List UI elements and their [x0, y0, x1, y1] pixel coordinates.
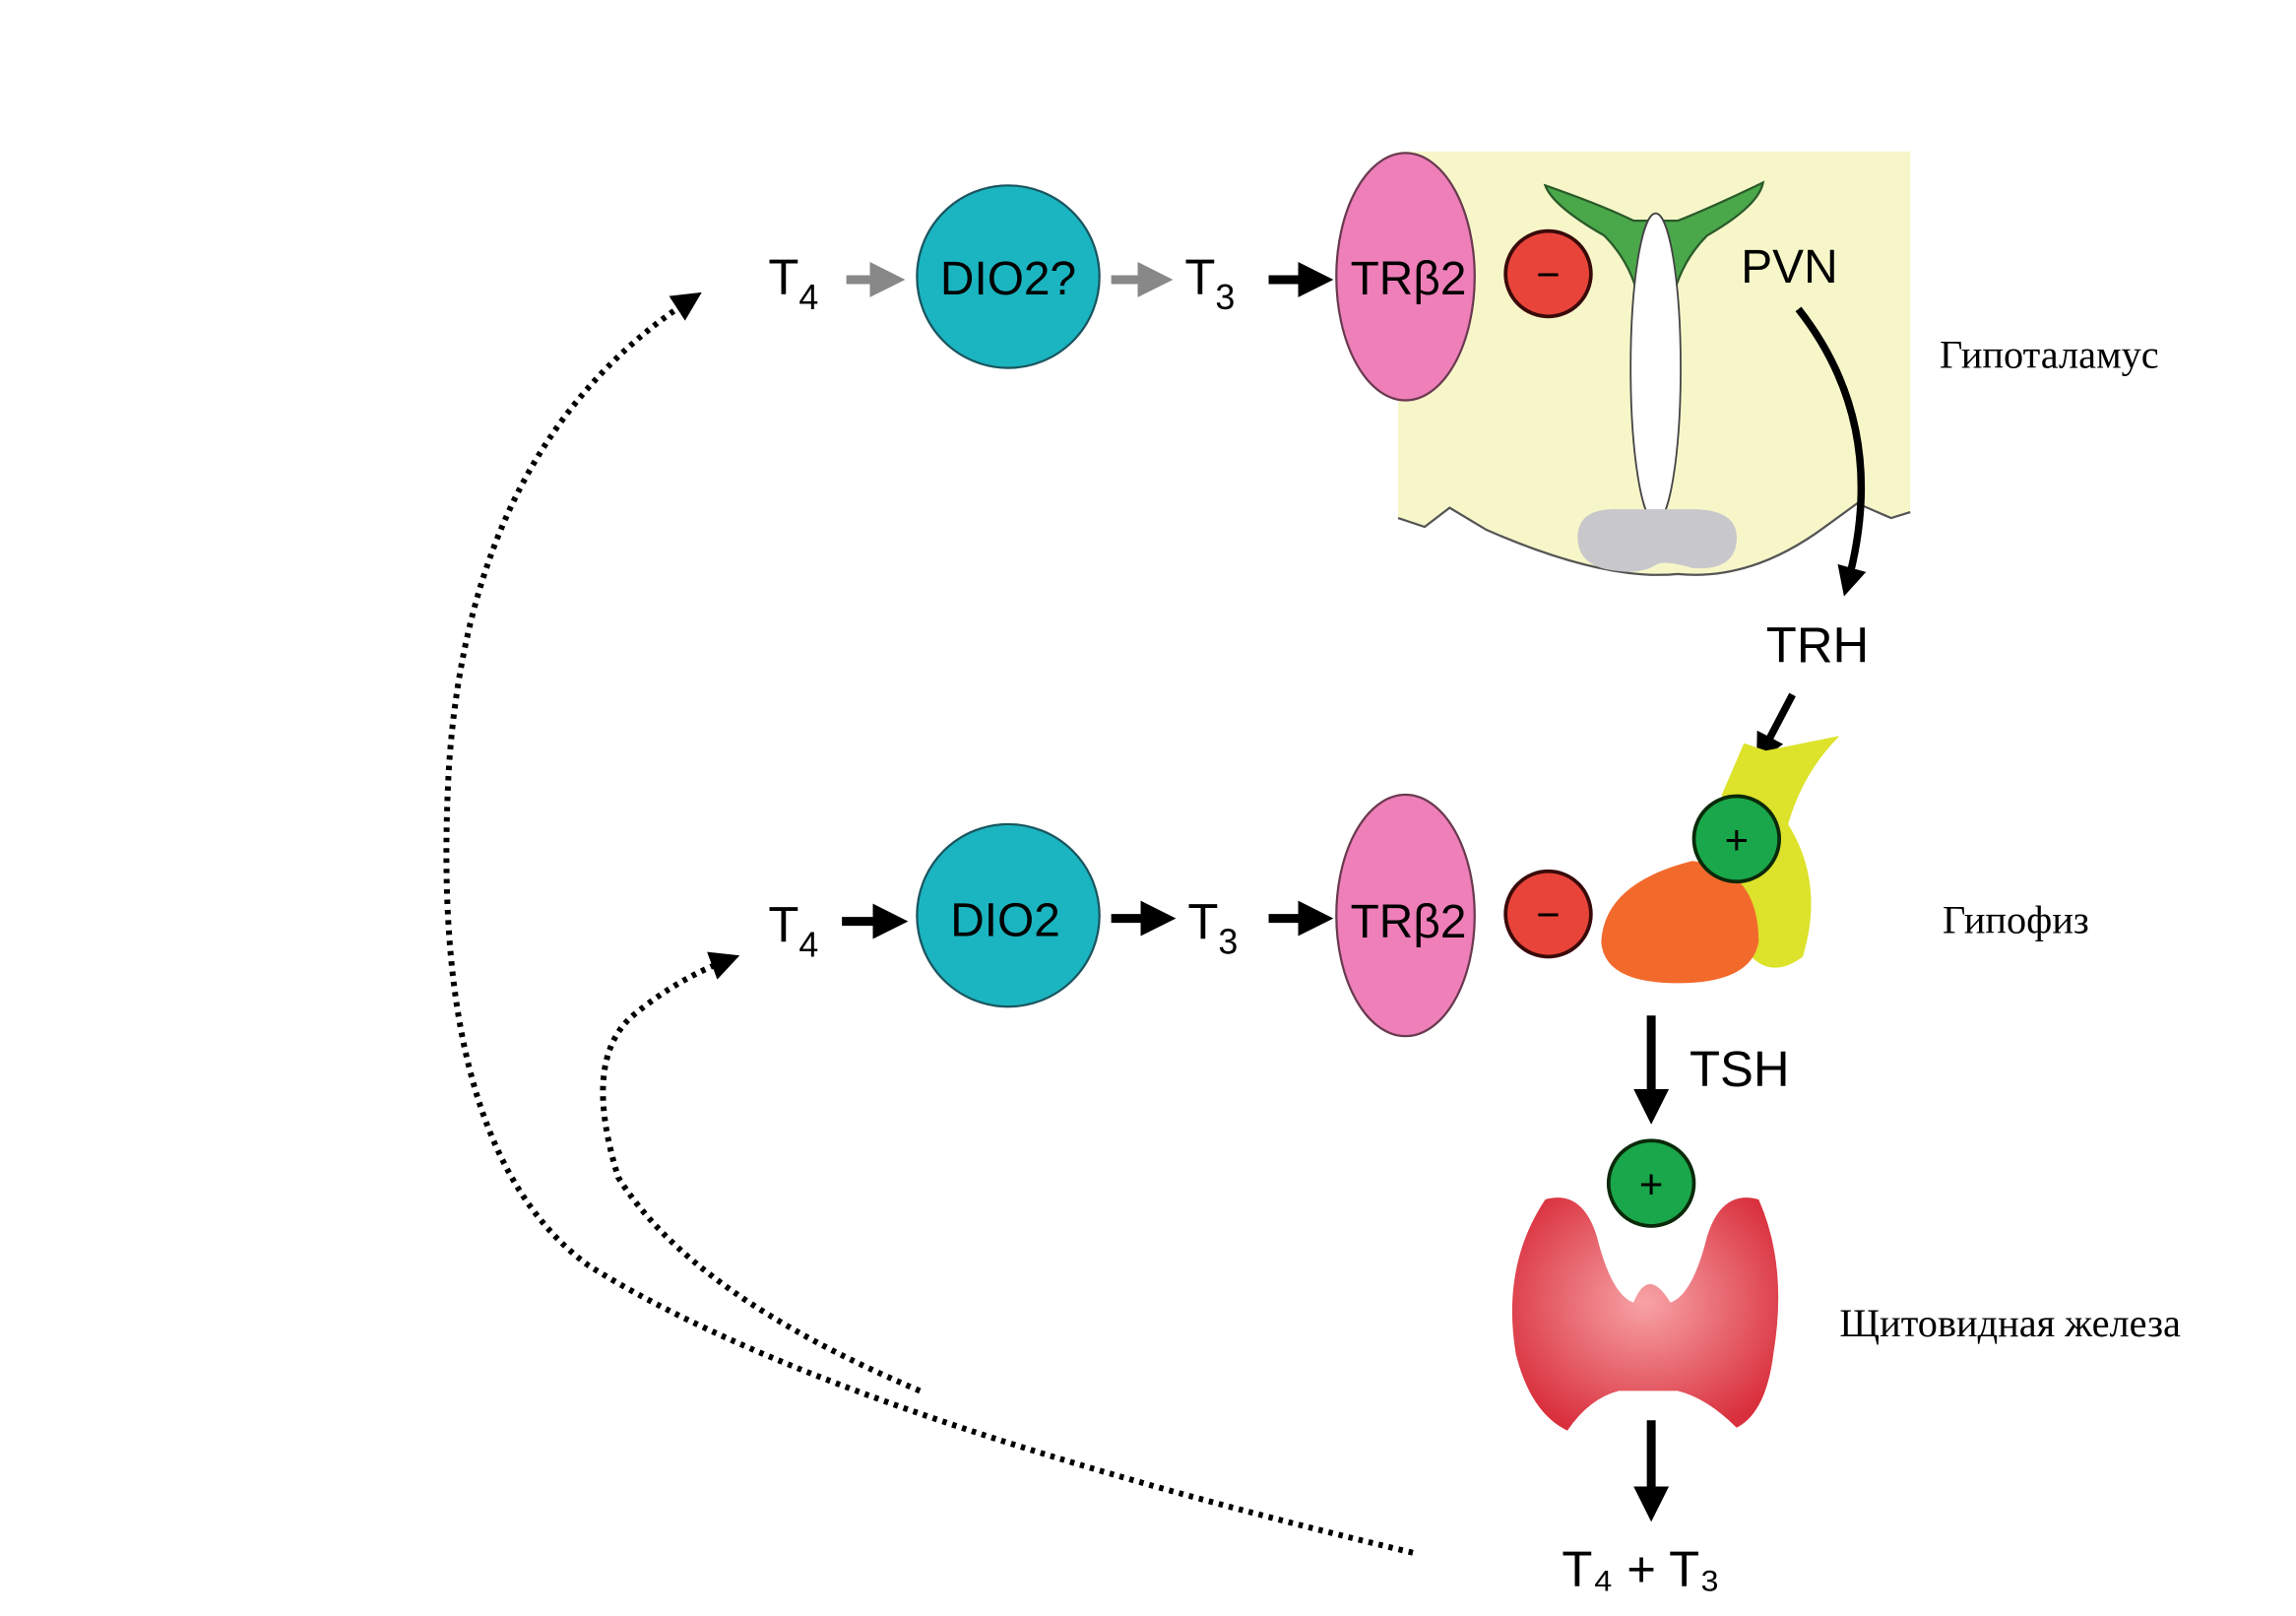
inhibition-icon	[1503, 228, 1593, 319]
t4-label: T4	[768, 897, 818, 965]
hypothalamus-section: PVN	[1397, 151, 1911, 597]
inhibition-icon	[1503, 869, 1593, 959]
anterior-pituitary	[1601, 861, 1759, 984]
pvn-to-trh-arrow	[1795, 306, 1867, 597]
pituitary-pathway: T4 DIO2 T3 TRβ2 − Гипофиз	[768, 793, 2089, 1038]
plus-sign: +	[1639, 1161, 1663, 1207]
pvn-label: PVN	[1741, 241, 1837, 293]
pituitary-label: Гипофиз	[1943, 898, 2089, 942]
stimulation-icon	[1606, 1138, 1696, 1228]
t3-label: T3	[1187, 894, 1238, 962]
minus-sign: −	[1536, 251, 1560, 297]
thyroid-gland	[1511, 1197, 1779, 1431]
t3-label: T3	[1184, 249, 1235, 317]
feedback-to-pituitary	[600, 951, 922, 1394]
hypothalamus-pathway: T4 DIO2? T3 TRβ2 − Гипоталамус	[768, 152, 2159, 402]
dio2-label: DIO2	[950, 895, 1060, 947]
trb2-receptor	[1335, 793, 1476, 1038]
dio2-label: DIO2?	[940, 253, 1076, 305]
stimulation-icon	[1691, 794, 1782, 884]
dio2-enzyme	[916, 184, 1101, 369]
thyroid-label: Щитовидная железа	[1839, 1301, 2181, 1345]
trb2-label: TRβ2	[1351, 253, 1467, 305]
trh-arrow	[1756, 692, 1796, 764]
hypothalamus-label: Гипоталамус	[1940, 333, 2159, 377]
t4-t3-output: T₄ + T₃	[1562, 1541, 1719, 1597]
feedback-to-hypothalamus	[443, 291, 1414, 1556]
t4-label: T4	[768, 249, 818, 317]
pituitary: +	[1601, 736, 1840, 984]
trh-label: TRH	[1766, 617, 1869, 674]
tsh-label: TSH	[1690, 1041, 1790, 1097]
median-eminence	[1577, 509, 1737, 572]
dio2-enzyme	[916, 822, 1101, 1008]
trb2-label: TRβ2	[1351, 896, 1467, 948]
minus-sign: −	[1536, 891, 1560, 937]
third-ventricle	[1629, 212, 1682, 524]
trb2-receptor	[1335, 152, 1476, 402]
plus-sign: +	[1725, 816, 1749, 863]
